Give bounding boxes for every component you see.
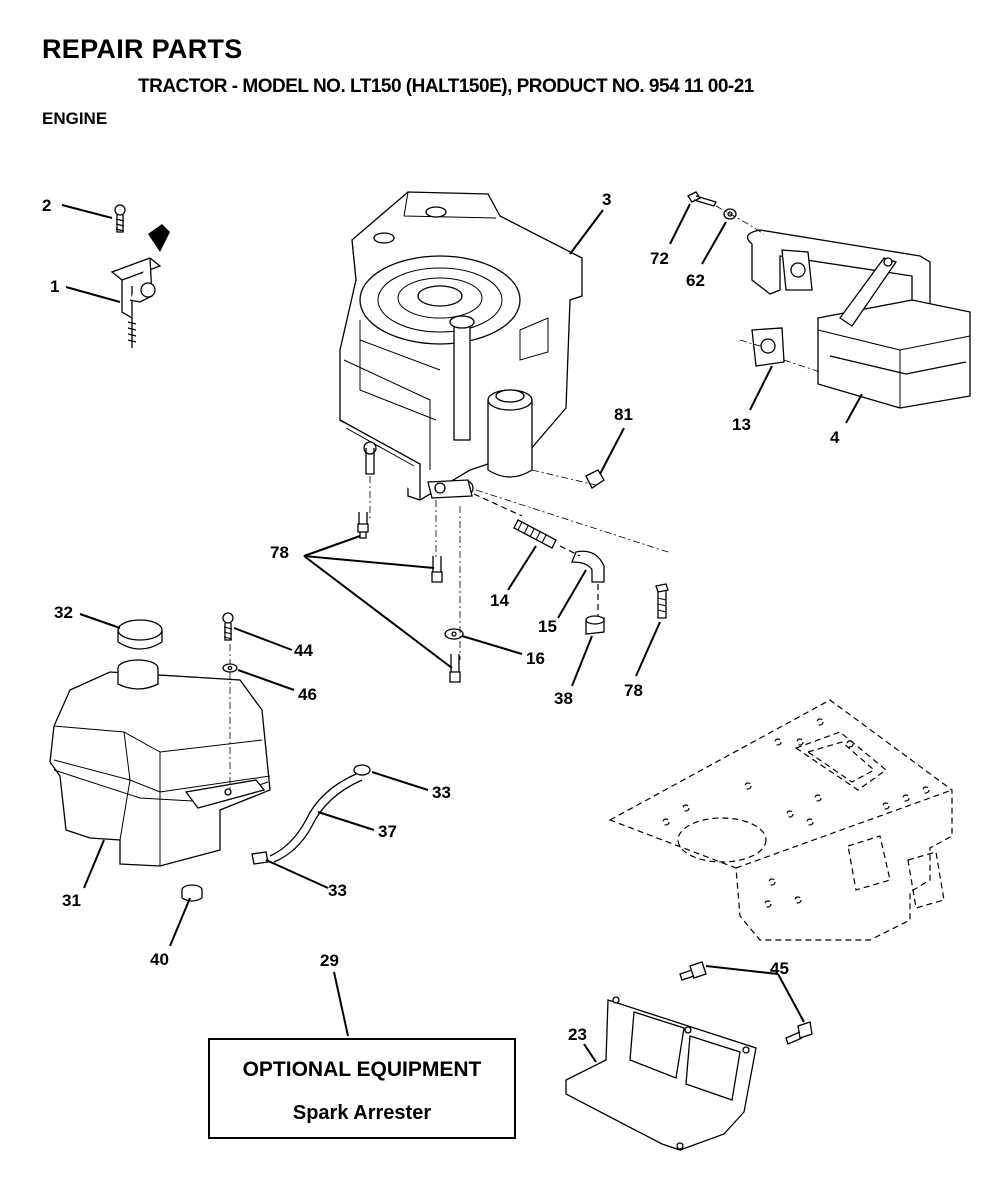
callout-72: 72	[650, 249, 669, 268]
leader-lines	[61, 203, 863, 1063]
heat-shield-plate-part	[565, 961, 813, 1151]
muffler-part	[687, 191, 971, 409]
callout-37: 37	[378, 822, 397, 841]
chassis-frame-part	[608, 699, 953, 941]
callout-2: 2	[42, 196, 51, 215]
callout-78-b: 78	[624, 681, 643, 700]
callout-15: 15	[538, 617, 557, 636]
throttle-control-part	[110, 204, 170, 348]
model-subtitle: TRACTOR - MODEL NO. LT150 (HALT150E), PR…	[138, 76, 754, 97]
spark-arrester-label: Spark Arrester	[292, 1102, 432, 1124]
callout-46: 46	[298, 685, 317, 704]
callout-3: 3	[602, 190, 611, 209]
callout-14: 14	[490, 591, 509, 610]
callout-1: 1	[50, 277, 59, 296]
callout-16: 16	[526, 649, 545, 668]
page-title: REPAIR PARTS	[42, 34, 243, 64]
callout-33-b: 33	[328, 881, 347, 900]
optional-equipment-title: OPTIONAL EQUIPMENT	[242, 1058, 482, 1081]
callout-13: 13	[732, 415, 751, 434]
fittings-part	[357, 469, 669, 683]
fuel-line-part	[181, 764, 371, 902]
callout-62: 62	[686, 271, 705, 290]
callout-81: 81	[614, 405, 633, 424]
section-heading: ENGINE	[42, 109, 108, 128]
callout-numbers: 2 1 3 72 62 13 4 81 78 14 15 16 38 78 32…	[42, 190, 840, 1044]
callout-23: 23	[568, 1025, 587, 1044]
callout-78-a: 78	[270, 543, 289, 562]
callout-40: 40	[150, 950, 169, 969]
callout-44: 44	[294, 641, 313, 660]
callout-29: 29	[320, 951, 339, 970]
callout-32: 32	[54, 603, 73, 622]
callout-31: 31	[62, 891, 81, 910]
optional-equipment-box: OPTIONAL EQUIPMENT Spark Arrester	[208, 1038, 516, 1139]
callout-38: 38	[554, 689, 573, 708]
fuel-tank-part	[49, 612, 271, 867]
callout-45: 45	[770, 959, 789, 978]
callout-4: 4	[830, 428, 840, 447]
callout-33-a: 33	[432, 783, 451, 802]
engine-part	[339, 191, 583, 501]
